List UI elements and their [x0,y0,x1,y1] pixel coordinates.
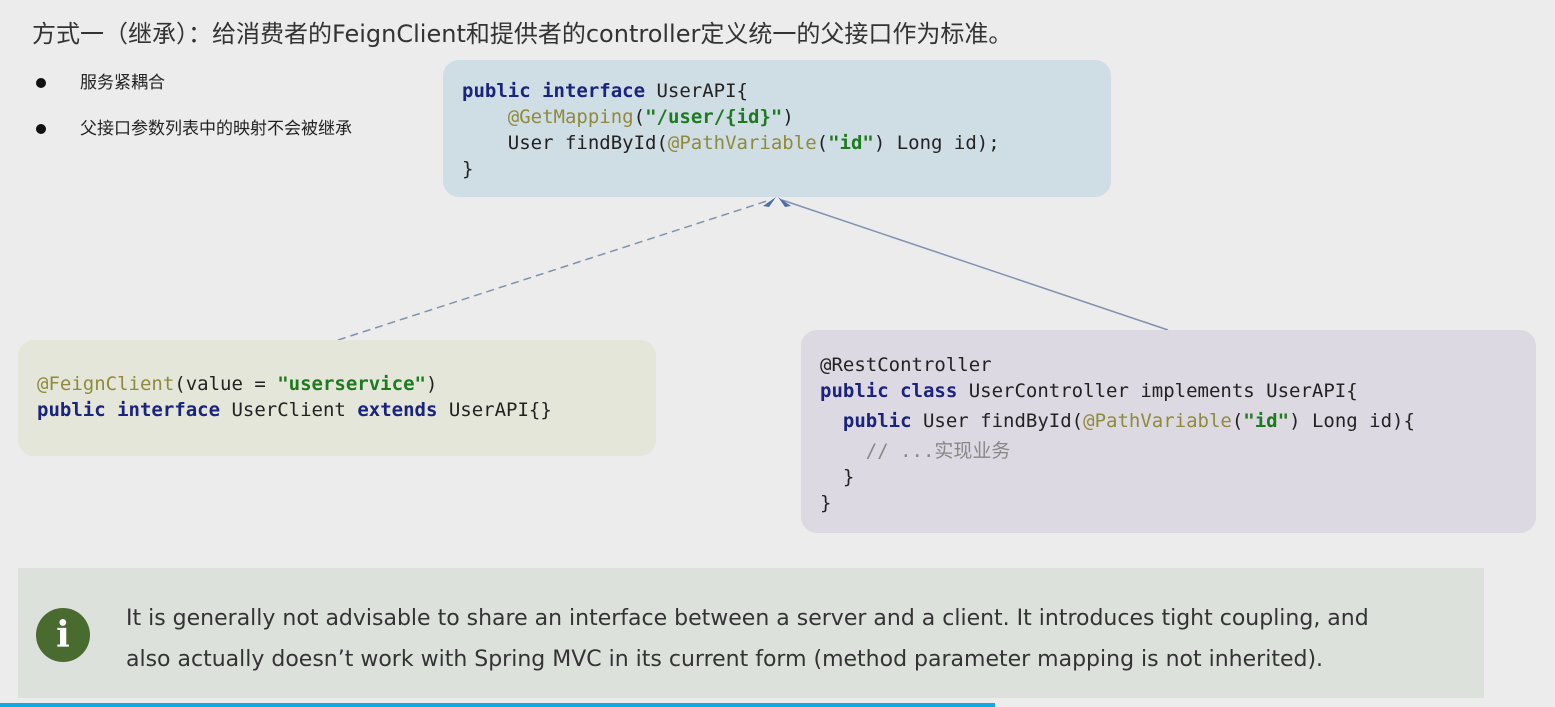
bullet-item: 服务紧耦合 [36,68,165,93]
arrowhead-icon [778,197,791,207]
slide-title: 方式一（继承）：给消费者的FeignClient和提供者的controller定… [32,20,1013,48]
video-progress-bar[interactable] [0,703,996,707]
bullet-text: 服务紧耦合 [80,73,165,93]
feignclient-code-box: @FeignClient(value = "userservice") publ… [18,340,656,456]
info-callout: i It is generally not advisable to share… [18,568,1484,698]
bullet-dot-icon [36,124,46,134]
dashed-arrow [337,199,771,341]
arrowhead-icon [763,197,776,207]
bullet-dot-icon [36,78,46,88]
bullet-item: 父接口参数列表中的映射不会被继承 [36,114,352,139]
controller-code-box: @RestController public class UserControl… [801,330,1536,533]
info-icon: i [36,608,90,662]
userapi-code-box: public interface UserAPI{ @GetMapping("/… [443,60,1111,197]
bullet-text: 父接口参数列表中的映射不会被继承 [80,119,352,139]
info-text: It is generally not advisable to share a… [126,606,1369,672]
solid-arrow [781,199,1169,331]
